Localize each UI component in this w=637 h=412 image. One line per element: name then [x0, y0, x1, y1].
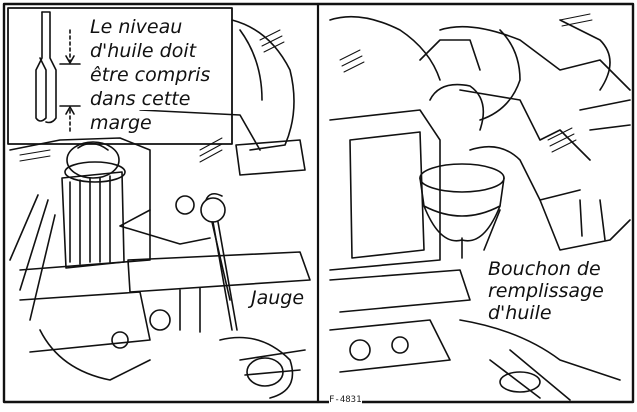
filler-cap-label-line-3: d'huile — [486, 302, 554, 324]
hatch-texture-right — [339, 13, 593, 153]
filler-cap-label-line-1: Bouchon de — [486, 258, 603, 280]
oil-level-label-line-5: marge — [90, 112, 152, 134]
oil-level-label-line-1: Le niveau — [90, 16, 183, 38]
oil-level-label-line-2: d'huile doit — [90, 40, 197, 62]
dipstick-leader-line — [211, 221, 231, 301]
engine-block-left — [9, 19, 311, 399]
filler-cap-label-line-2: remplissage — [486, 280, 606, 302]
hatch-texture-left — [19, 29, 285, 163]
filler-cap-leader-line — [483, 209, 501, 251]
figure-code: F-4831 — [329, 395, 362, 405]
dipstick-label: Jauge — [248, 287, 308, 309]
oil-level-label-line-3: être compris — [90, 64, 211, 86]
oil-level-label-line-4: dans cette — [90, 88, 191, 110]
engine-block-right — [329, 15, 631, 401]
